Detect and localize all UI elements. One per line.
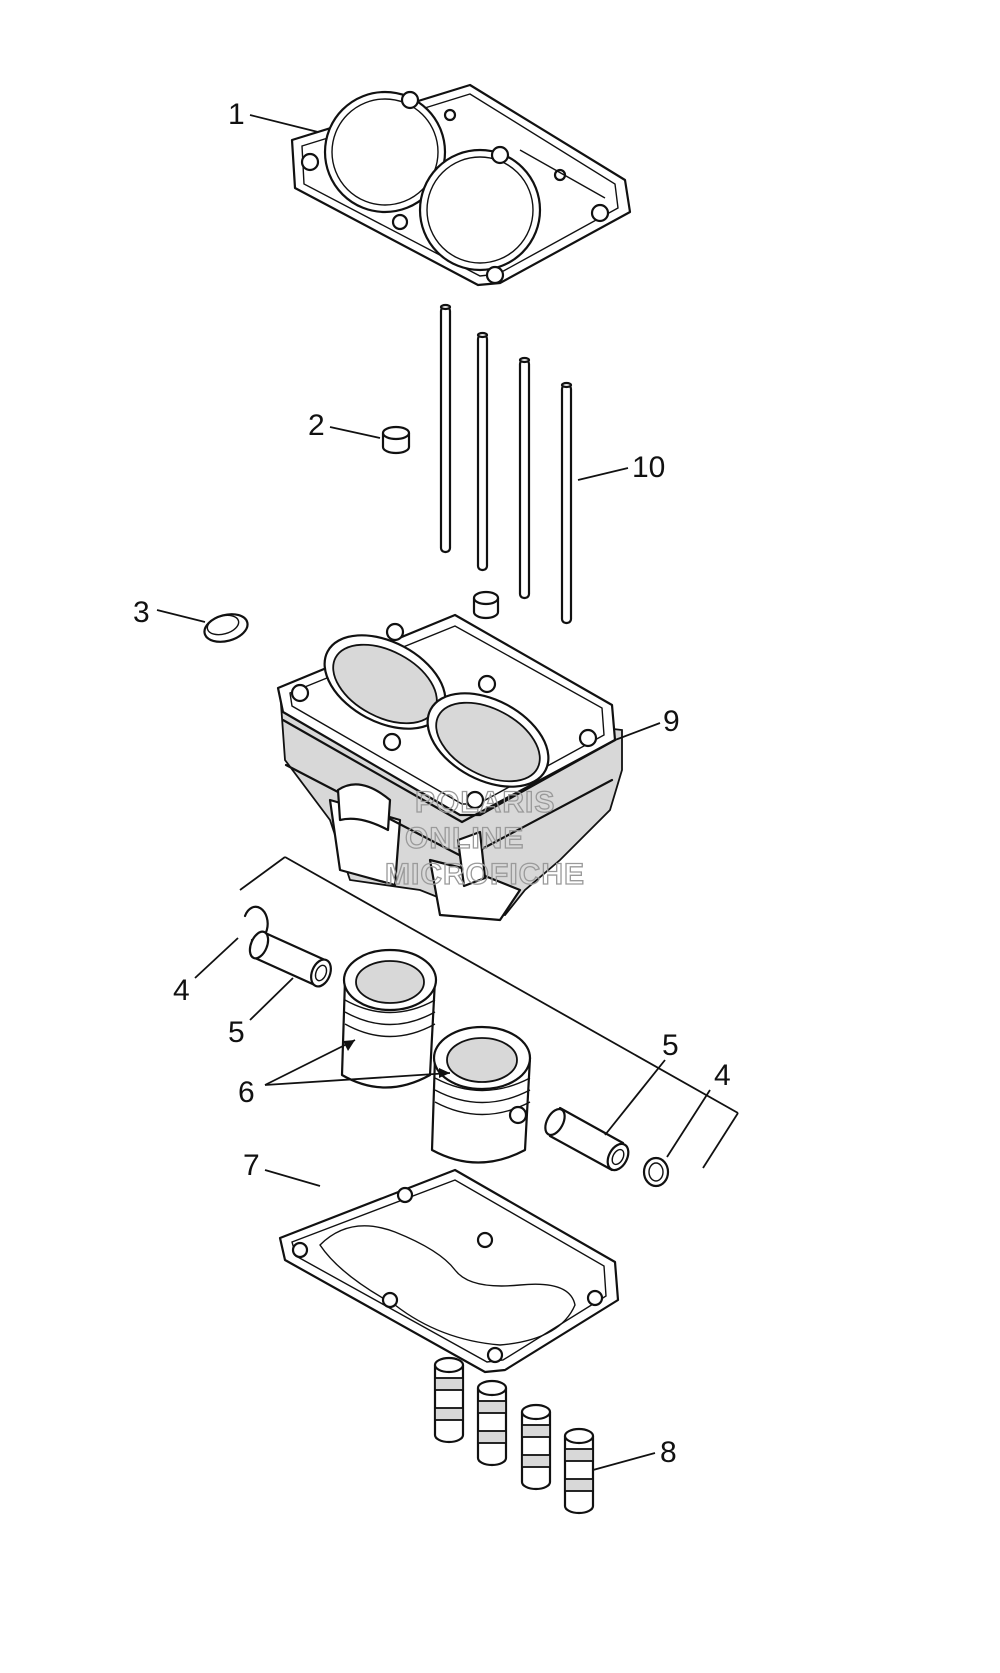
callout-8: 8	[660, 1436, 677, 1469]
leader-5a	[249, 977, 294, 1021]
leader-9	[614, 722, 661, 741]
callout-5-right: 5	[662, 1029, 679, 1062]
callout-5-left: 5	[228, 1016, 245, 1049]
piston-pin-right	[544, 1106, 630, 1172]
cylinder-studs	[439, 303, 573, 625]
dowel-sleeves	[433, 1356, 595, 1515]
circlip-right	[642, 1156, 670, 1188]
callout-2: 2	[308, 409, 325, 442]
leader-4a	[194, 937, 239, 979]
leader-7	[264, 1169, 321, 1187]
watermark: POLARIS ONLINE MICROFICHE	[384, 785, 585, 891]
callout-4-left: 4	[173, 974, 190, 1007]
piston-right	[430, 1025, 532, 1164]
head-gasket	[290, 83, 632, 287]
dowel-pin-cylinder	[472, 590, 500, 620]
watermark-line-2: ONLINE	[405, 822, 524, 855]
watermark-line-1: POLARIS	[415, 786, 555, 819]
leader-3	[156, 609, 206, 623]
callout-9: 9	[663, 705, 680, 738]
leader-10	[577, 467, 629, 481]
plug	[203, 613, 249, 643]
leader-8	[592, 1452, 656, 1471]
watermark-line-3: MICROFICHE	[385, 858, 585, 891]
callout-7: 7	[243, 1149, 260, 1182]
piston-pin-left	[248, 930, 332, 988]
callout-6: 6	[238, 1076, 255, 1109]
leader-6	[264, 1039, 451, 1086]
base-gasket	[278, 1168, 620, 1374]
callout-3: 3	[133, 596, 150, 629]
assembly-bracket	[239, 856, 739, 1169]
dowel-pin	[381, 425, 411, 455]
callout-4-right: 4	[714, 1059, 731, 1092]
leader-4b	[666, 1089, 711, 1158]
piston-left	[340, 948, 438, 1089]
leader-2	[329, 426, 381, 439]
callout-10: 10	[632, 451, 665, 484]
leader-1	[249, 114, 319, 133]
callout-numbers: 1 2 3 10 9 4 5 6 5 4 7 8	[133, 98, 731, 1469]
callout-1: 1	[228, 98, 245, 131]
cylinder-block	[276, 613, 623, 922]
leader-5b	[604, 1059, 666, 1136]
